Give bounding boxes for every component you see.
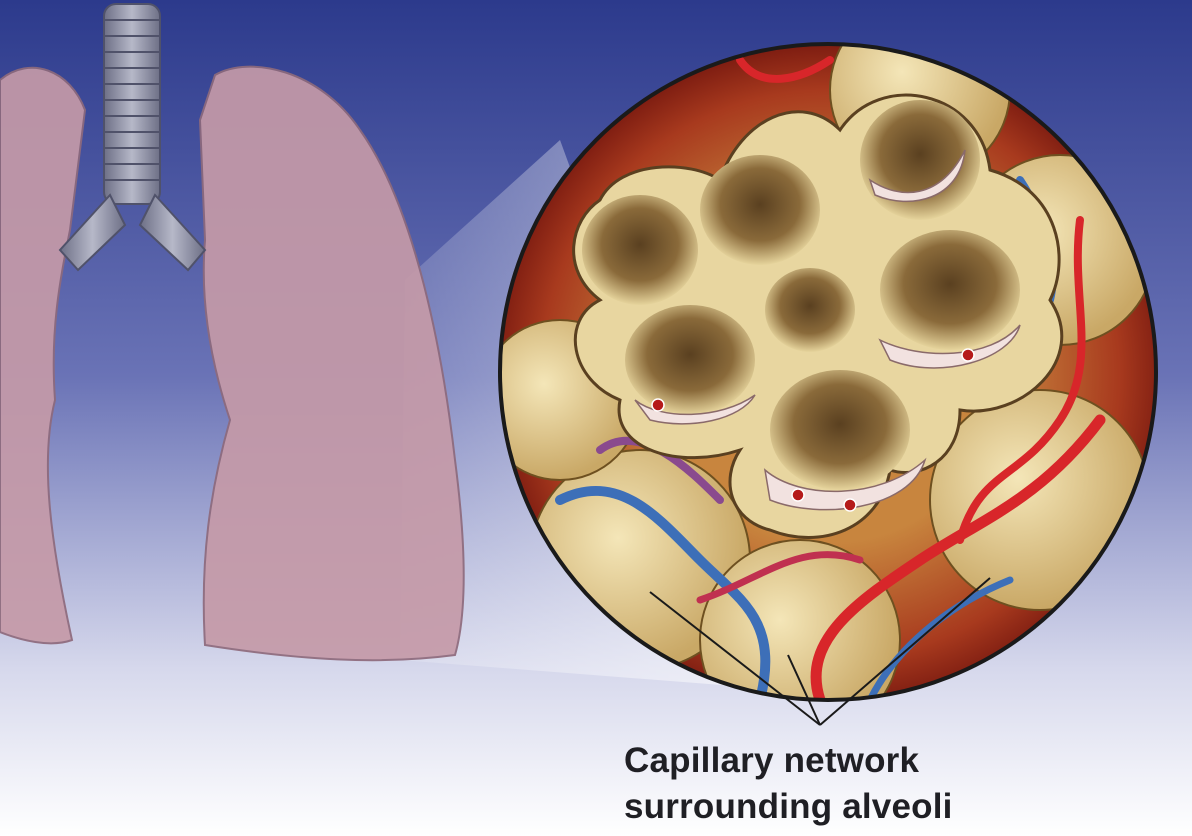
lungs — [0, 65, 465, 662]
right-lung — [198, 65, 465, 662]
label-pointer-lines — [649, 577, 991, 726]
magnified-alveoli — [500, 44, 1156, 700]
alveolar-macrophages — [634, 149, 1021, 511]
magnifier-border — [498, 42, 1158, 702]
label-line-2: surrounding alveoli — [624, 787, 953, 826]
trachea — [58, 3, 207, 272]
label-line-1: Capillary network — [624, 741, 920, 780]
diagram-label: Capillary network surrounding alveoli — [624, 738, 953, 830]
red-blood-cells — [651, 348, 975, 512]
alveoli-openings — [582, 100, 1020, 490]
left-lung — [0, 66, 87, 645]
